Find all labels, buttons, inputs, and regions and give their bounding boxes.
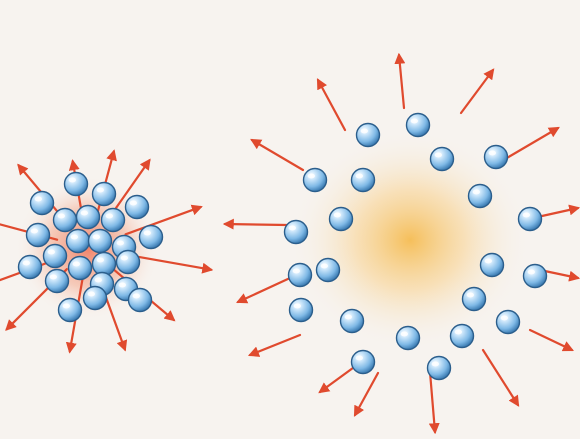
right-arrow	[225, 224, 287, 225]
left-particle	[126, 196, 149, 219]
compressed-cluster	[0, 151, 211, 351]
right-arrow	[318, 80, 345, 130]
left-particle	[27, 224, 50, 247]
left-particle	[65, 173, 88, 196]
right-arrow	[250, 335, 300, 355]
expanded-ring	[225, 55, 578, 432]
left-particle	[102, 209, 125, 232]
right-particle	[330, 208, 353, 231]
left-particle	[31, 192, 54, 215]
right-particle	[304, 169, 327, 192]
right-particle	[407, 114, 430, 137]
right-particle	[463, 288, 486, 311]
right-arrow	[530, 330, 572, 350]
left-particle	[46, 270, 69, 293]
right-arrow	[483, 350, 518, 405]
right-particle	[431, 148, 454, 171]
right-particle	[341, 310, 364, 333]
left-particle	[89, 230, 112, 253]
right-arrow	[320, 365, 357, 392]
right-arrow	[430, 372, 435, 432]
right-particle	[481, 254, 504, 277]
right-particle	[352, 351, 375, 374]
left-particle	[117, 251, 140, 274]
left-particle	[19, 256, 42, 279]
right-arrow	[500, 128, 558, 162]
left-particle	[129, 289, 152, 312]
left-particle	[67, 230, 90, 253]
right-particle	[397, 327, 420, 350]
right-arrow	[355, 373, 378, 415]
right-particle	[519, 208, 542, 231]
right-particle	[428, 357, 451, 380]
left-particle	[44, 245, 67, 268]
left-particle	[59, 299, 82, 322]
left-particle	[93, 183, 116, 206]
right-arrow	[461, 70, 493, 113]
right-particle	[485, 146, 508, 169]
right-particle	[451, 325, 474, 348]
right-particle	[290, 299, 313, 322]
right-particle	[497, 311, 520, 334]
right-particle	[289, 264, 312, 287]
left-particle	[77, 206, 100, 229]
right-particle	[357, 124, 380, 147]
left-particle	[69, 257, 92, 280]
right-particle	[285, 221, 308, 244]
right-arrow	[252, 140, 303, 170]
right-particle	[317, 259, 340, 282]
right-particle	[524, 265, 547, 288]
right-particle	[469, 185, 492, 208]
left-particle	[140, 226, 163, 249]
left-particle	[54, 209, 77, 232]
right-particle	[352, 169, 375, 192]
right-arrow	[399, 55, 404, 108]
left-particle	[84, 287, 107, 310]
right-arrow	[238, 278, 290, 302]
